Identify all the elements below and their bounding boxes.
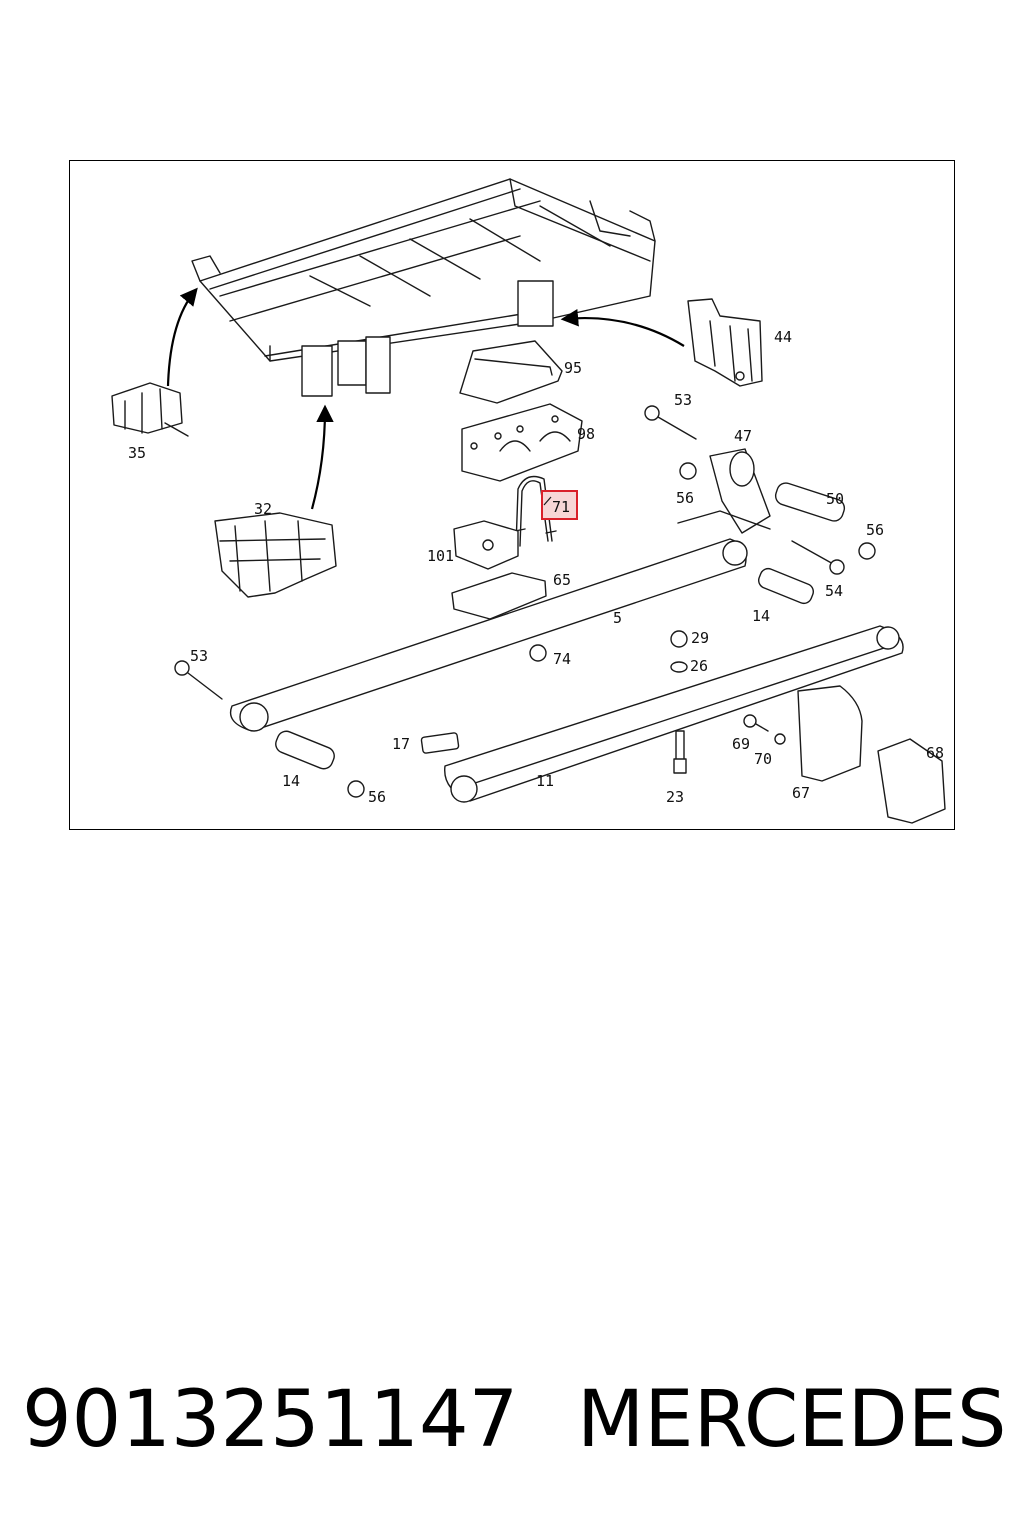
callout-69: 69	[732, 735, 750, 753]
callout-29: 29	[691, 629, 709, 647]
part-number-label: 9013251147	[22, 1375, 519, 1465]
brand-label: MERCEDES	[577, 1375, 1007, 1465]
callout-44: 44	[774, 328, 792, 346]
chassis-frame-part	[191, 178, 656, 397]
rubber-mount-68-part	[877, 738, 946, 824]
bracket-32-part	[214, 512, 337, 598]
washer-70-part	[774, 733, 786, 745]
callout-17: 17	[392, 735, 410, 753]
bolt-69-part	[743, 714, 769, 732]
washer-26-part	[670, 661, 688, 673]
nut-29-part	[670, 630, 688, 648]
callout-26: 26	[690, 657, 708, 675]
nut-56-lower-part	[347, 780, 365, 798]
callout-68: 68	[926, 744, 944, 762]
bracket-35-part	[111, 382, 189, 437]
arrow-35-to-frame	[166, 287, 198, 387]
callout-23: 23	[666, 788, 684, 806]
nut-56-right-part	[858, 542, 876, 560]
callout-67: 67	[792, 784, 810, 802]
bracket-44-part	[687, 298, 763, 387]
bolt-54-part	[791, 540, 845, 575]
shackle-47-part	[677, 448, 771, 534]
pad-17-part	[420, 732, 460, 754]
clamp-plate-98-part	[461, 403, 583, 482]
leaf-spring-11-part	[444, 625, 904, 803]
arrow-32-to-frame	[310, 404, 334, 510]
callout-35: 35	[128, 444, 146, 462]
bushing-14-lower-part	[275, 730, 335, 770]
callout-53-upper: 53	[674, 391, 692, 409]
bump-stop-67-part	[797, 685, 863, 782]
arrow-44-to-frame	[560, 309, 685, 347]
callout-54: 54	[825, 582, 843, 600]
callout-53-lower: 53	[190, 647, 208, 665]
callout-56-right: 56	[866, 521, 884, 539]
callout-95: 95	[564, 359, 582, 377]
nut-74-part	[529, 644, 547, 662]
callout-65: 65	[553, 571, 571, 589]
callout-14-upper: 14	[752, 607, 770, 625]
callout-74: 74	[553, 650, 571, 668]
bolt-53-upper-part	[644, 405, 697, 440]
callout-70: 70	[754, 750, 772, 768]
callout-98: 98	[577, 425, 595, 443]
callout-56-lower: 56	[368, 788, 386, 806]
callout-71: 71	[552, 498, 570, 516]
callout-14-lower: 14	[282, 772, 300, 790]
callout-5: 5	[613, 609, 622, 627]
callout-32: 32	[254, 500, 272, 518]
callout-56-upper: 56	[676, 489, 694, 507]
bushing-50-part	[774, 482, 846, 522]
callout-47: 47	[734, 427, 752, 445]
callout-101: 101	[427, 547, 454, 565]
parts-diagram-frame: 35 32 95 98 44 53 47 56 50 56 71 101 65 …	[69, 160, 955, 830]
callout-11: 11	[536, 772, 554, 790]
plate-95-part	[459, 340, 563, 404]
callout-50: 50	[826, 490, 844, 508]
bolt-53-lower-part	[174, 660, 223, 700]
highlight-box-71	[541, 490, 578, 520]
bolt-23-part	[673, 730, 687, 774]
exploded-parts-diagram: 35 32 95 98 44 53 47 56 50 56 71 101 65 …	[111, 178, 946, 824]
seat-65-part	[451, 572, 547, 620]
bushing-14-upper-part	[758, 567, 814, 605]
leaf-spring-5-part	[229, 538, 748, 732]
nut-56-upper-part	[679, 462, 697, 480]
